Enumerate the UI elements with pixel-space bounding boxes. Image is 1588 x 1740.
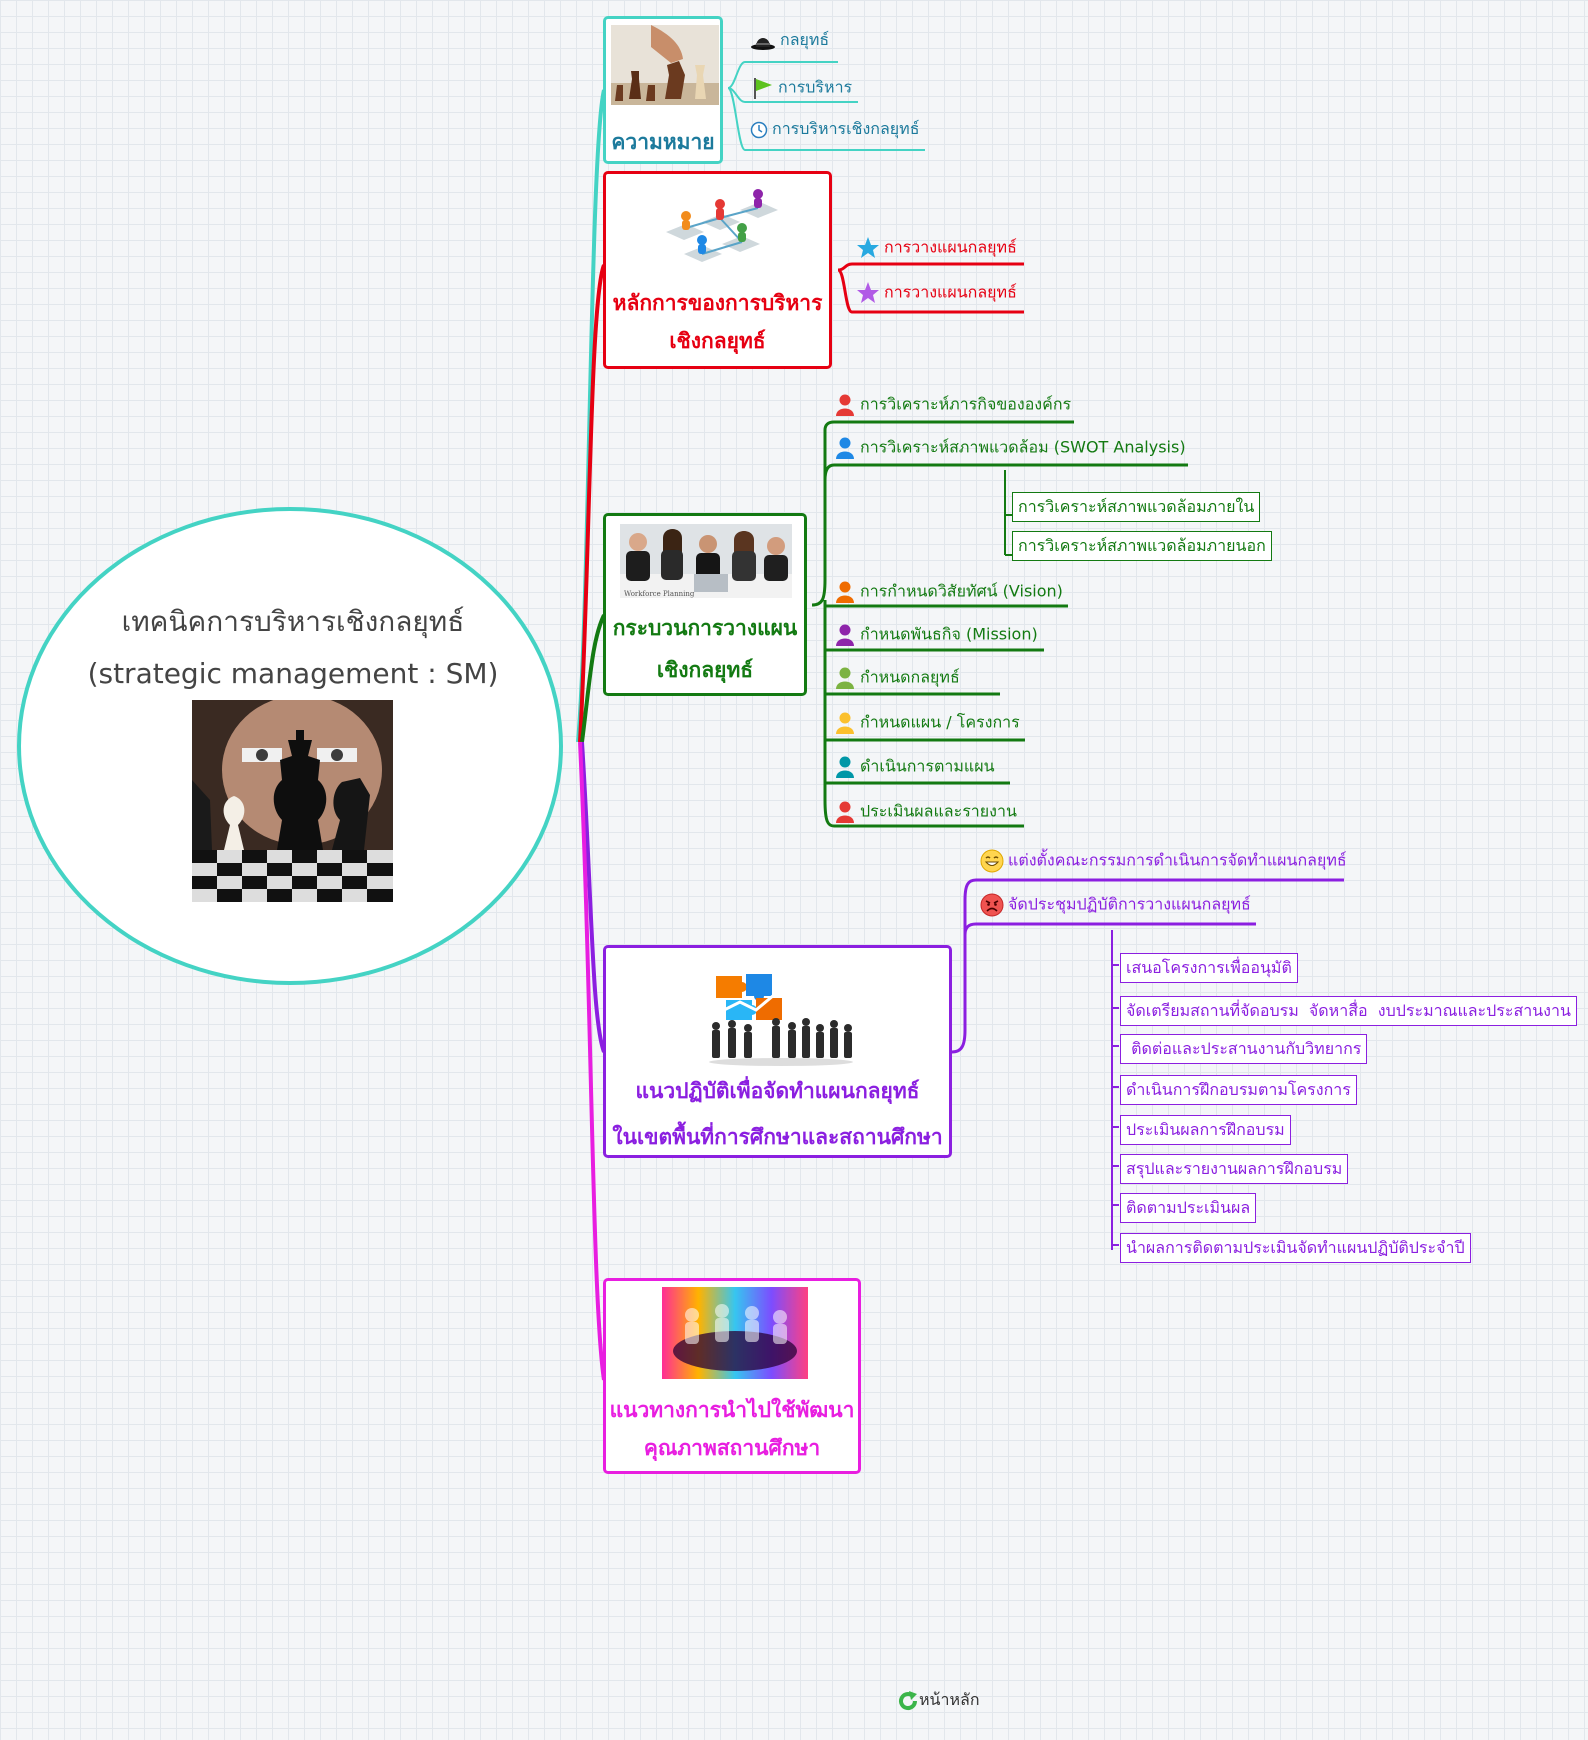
topic-meaning-label: ความหมาย [611,130,715,154]
topic-meaning[interactable]: ความหมาย [603,16,723,164]
workshop-substep[interactable]: สรุปและรายงานผลการฝึกอบรม [1120,1154,1349,1184]
leaf-appoint-committee-label: แต่งตั้งคณะกรรมการดำเนินการจัดทำแผนกลยุท… [1008,850,1347,870]
leaf-appoint-committee[interactable]: แต่งตั้งคณะกรรมการดำเนินการจัดทำแผนกลยุท… [980,849,1347,873]
leaf-strategic-planning-2-label: การวางแผนกลยุทธ์ [884,282,1017,302]
topic-application-label-2: คุณภาพสถานศึกษา [643,1436,821,1460]
central-title-line2: (strategic management : SM) [87,657,499,690]
person-red-icon [836,394,854,416]
svg-text:Workforce Planning: Workforce Planning [624,590,695,598]
person-cyan-icon [836,756,854,778]
workshop-substep[interactable]: เสนอโครงการเพื่ออนุมัติ [1120,953,1298,983]
workshop-substep[interactable]: ประเมินผลการฝึกอบรม [1120,1115,1291,1145]
leaf-strategic-management-label: การบริหารเชิงกลยุทธ์ [772,119,920,138]
process-step-label: ดำเนินการตามแผน [860,756,995,776]
green-flag-icon [754,78,772,99]
topic-planning-process-label-2: เชิงกลยุทธ์ [656,658,754,682]
leaf-strategic-planning-1-label: การวางแผนกลยุทธ์ [884,237,1017,257]
process-step-label: ประเมินผลและรายงาน [860,801,1017,821]
blue-star-icon [857,237,879,258]
swot-internal[interactable]: การวิเคราะห์สภาพแวดล้อมภายใน [1012,492,1261,522]
workshop-substep-label: ติดต่อและประสานงานกับวิทยากร [1126,1039,1362,1058]
process-step-label: การวิเคราะห์สภาพแวดล้อม (SWOT Analysis) [860,437,1186,457]
swot-external-label: การวิเคราะห์สภาพแวดล้อมภายนอก [1018,536,1266,555]
central-topic-title: เทคนิคการบริหารเชิงกลยุทธ์ (strategic ma… [60,596,526,700]
refresh-arrow-icon [899,1690,918,1710]
process-step[interactable]: การกำหนดวิสัยทัศน์ (Vision) [834,580,1063,604]
person-red-icon [836,801,854,823]
topic-guidelines[interactable]: แนวปฏิบัติเพื่อจัดทำแผนกลยุทธ์ ในเขตพื้น… [603,945,952,1158]
process-step-label: การวิเคราะห์ภารกิจขององค์กร [860,394,1072,414]
workshop-substep-label: จัดเตรียมสถานที่จัดอบรม จัดหาสื่อ งบประม… [1126,1001,1571,1020]
workshop-substep[interactable]: นำผลการติดตามประเมินจัดทำแผนปฏิบัติประจำ… [1120,1233,1471,1263]
process-step[interactable]: การวิเคราะห์สภาพแวดล้อม (SWOT Analysis) [834,436,1186,460]
process-step[interactable]: กำหนดพันธกิจ (Mission) [834,623,1038,647]
leaf-workshop[interactable]: จัดประชุมปฏิบัติการวางแผนกลยุทธ์ [980,893,1251,917]
colorful-crowd-image [662,1287,808,1379]
workshop-substep[interactable]: จัดเตรียมสถานที่จัดอบรม จัดหาสื่อ งบประม… [1120,996,1577,1026]
topic-application-label-1: แนวทางการนำไปใช้พัฒนา [609,1398,855,1422]
person-purple-icon [836,624,854,646]
workshop-substep-label: ประเมินผลการฝึกอบรม [1126,1120,1285,1139]
topic-application[interactable]: แนวทางการนำไปใช้พัฒนา คุณภาพสถานศึกษา [603,1278,861,1474]
grin-face-icon [980,849,1004,873]
workshop-substep-label: เสนอโครงการเพื่ออนุมัติ [1126,958,1292,977]
leaf-strategic-management[interactable]: การบริหารเชิงกลยุทธ์ [750,119,919,139]
branch-purple [580,741,606,1053]
workshop-substep-label: ติดตามประเมินผล [1126,1198,1251,1217]
person-green-icon [836,667,854,689]
leaf-strategy[interactable]: กลยุทธ์ [750,30,829,51]
process-step-label: กำหนดกลยุทธ์ [860,667,960,687]
workshop-substep[interactable]: ติดต่อและประสานงานกับวิทยากร [1120,1034,1368,1064]
puzzle-team-image [706,972,856,1068]
process-step[interactable]: กำหนดกลยุทธ์ [834,666,960,690]
network-people-image [656,182,780,272]
leaf-strategic-planning-1[interactable]: การวางแผนกลยุทธ์ [856,236,1017,260]
business-meeting-image: Workforce Planning [620,524,792,598]
topic-principles[interactable]: หลักการของการบริหาร เชิงกลยุทธ์ [603,171,832,369]
purple-star-icon [857,282,879,303]
branch-magenta [578,741,606,1381]
chess-hand-image [611,25,719,105]
process-step[interactable]: การวิเคราะห์ภารกิจขององค์กร [834,393,1071,417]
person-blue-icon [836,437,854,459]
angry-face-icon [980,893,1004,917]
chess-king-image [192,700,393,902]
clock-icon [750,121,768,138]
workshop-substep-label: ดำเนินการฝึกอบรมตามโครงการ [1126,1080,1351,1099]
home-link-label: หน้าหลัก [919,1690,980,1709]
bowler-hat-icon [751,37,775,50]
workshop-substep-label: สรุปและรายงานผลการฝึกอบรม [1126,1159,1343,1178]
process-step[interactable]: กำหนดแผน / โครงการ [834,711,1020,735]
topic-principles-label-2: เชิงกลยุทธ์ [669,329,766,353]
person-orange-icon [836,581,854,603]
topic-principles-label-1: หลักการของการบริหาร [612,291,823,315]
topic-planning-process-label-1: กระบวนการวางแผน [612,616,798,640]
process-step-label: กำหนดแผน / โครงการ [860,712,1020,732]
process-step-label: กำหนดพันธกิจ (Mission) [860,624,1038,644]
leaf-management-label: การบริหาร [778,77,853,97]
leaf-management[interactable]: การบริหาร [750,76,852,100]
workshop-substep[interactable]: ดำเนินการฝึกอบรมตามโครงการ [1120,1075,1357,1105]
swot-internal-label: การวิเคราะห์สภาพแวดล้อมภายใน [1018,497,1255,516]
leaf-strategy-label: กลยุทธ์ [780,30,830,49]
process-step[interactable]: ประเมินผลและรายงาน [834,800,1017,824]
topic-guidelines-label-1: แนวปฏิบัติเพื่อจัดทำแผนกลยุทธ์ [635,1079,920,1103]
workshop-substep-label: นำผลการติดตามประเมินจัดทำแผนปฏิบัติประจำ… [1126,1238,1465,1257]
person-yellow-icon [836,712,854,734]
branch-green [580,614,606,743]
central-title-line1: เทคนิคการบริหารเชิงกลยุทธ์ [121,605,465,638]
branch-red [578,264,606,743]
topic-planning-process[interactable]: Workforce Planning กระบวนการวางแผน เชิงก… [603,513,807,696]
process-step[interactable]: ดำเนินการตามแผน [834,755,995,779]
leaf-strategic-planning-2[interactable]: การวางแผนกลยุทธ์ [856,281,1017,305]
topic-guidelines-label-2: ในเขตพื้นที่การศึกษาและสถานศึกษา [612,1125,943,1149]
swot-external[interactable]: การวิเคราะห์สภาพแวดล้อมภายนอก [1012,531,1272,561]
leaf-workshop-label: จัดประชุมปฏิบัติการวางแผนกลยุทธ์ [1008,894,1251,914]
home-link[interactable]: หน้าหลัก [897,1688,980,1713]
process-step-label: การกำหนดวิสัยทัศน์ (Vision) [860,581,1063,601]
workshop-substep[interactable]: ติดตามประเมินผล [1120,1193,1257,1223]
